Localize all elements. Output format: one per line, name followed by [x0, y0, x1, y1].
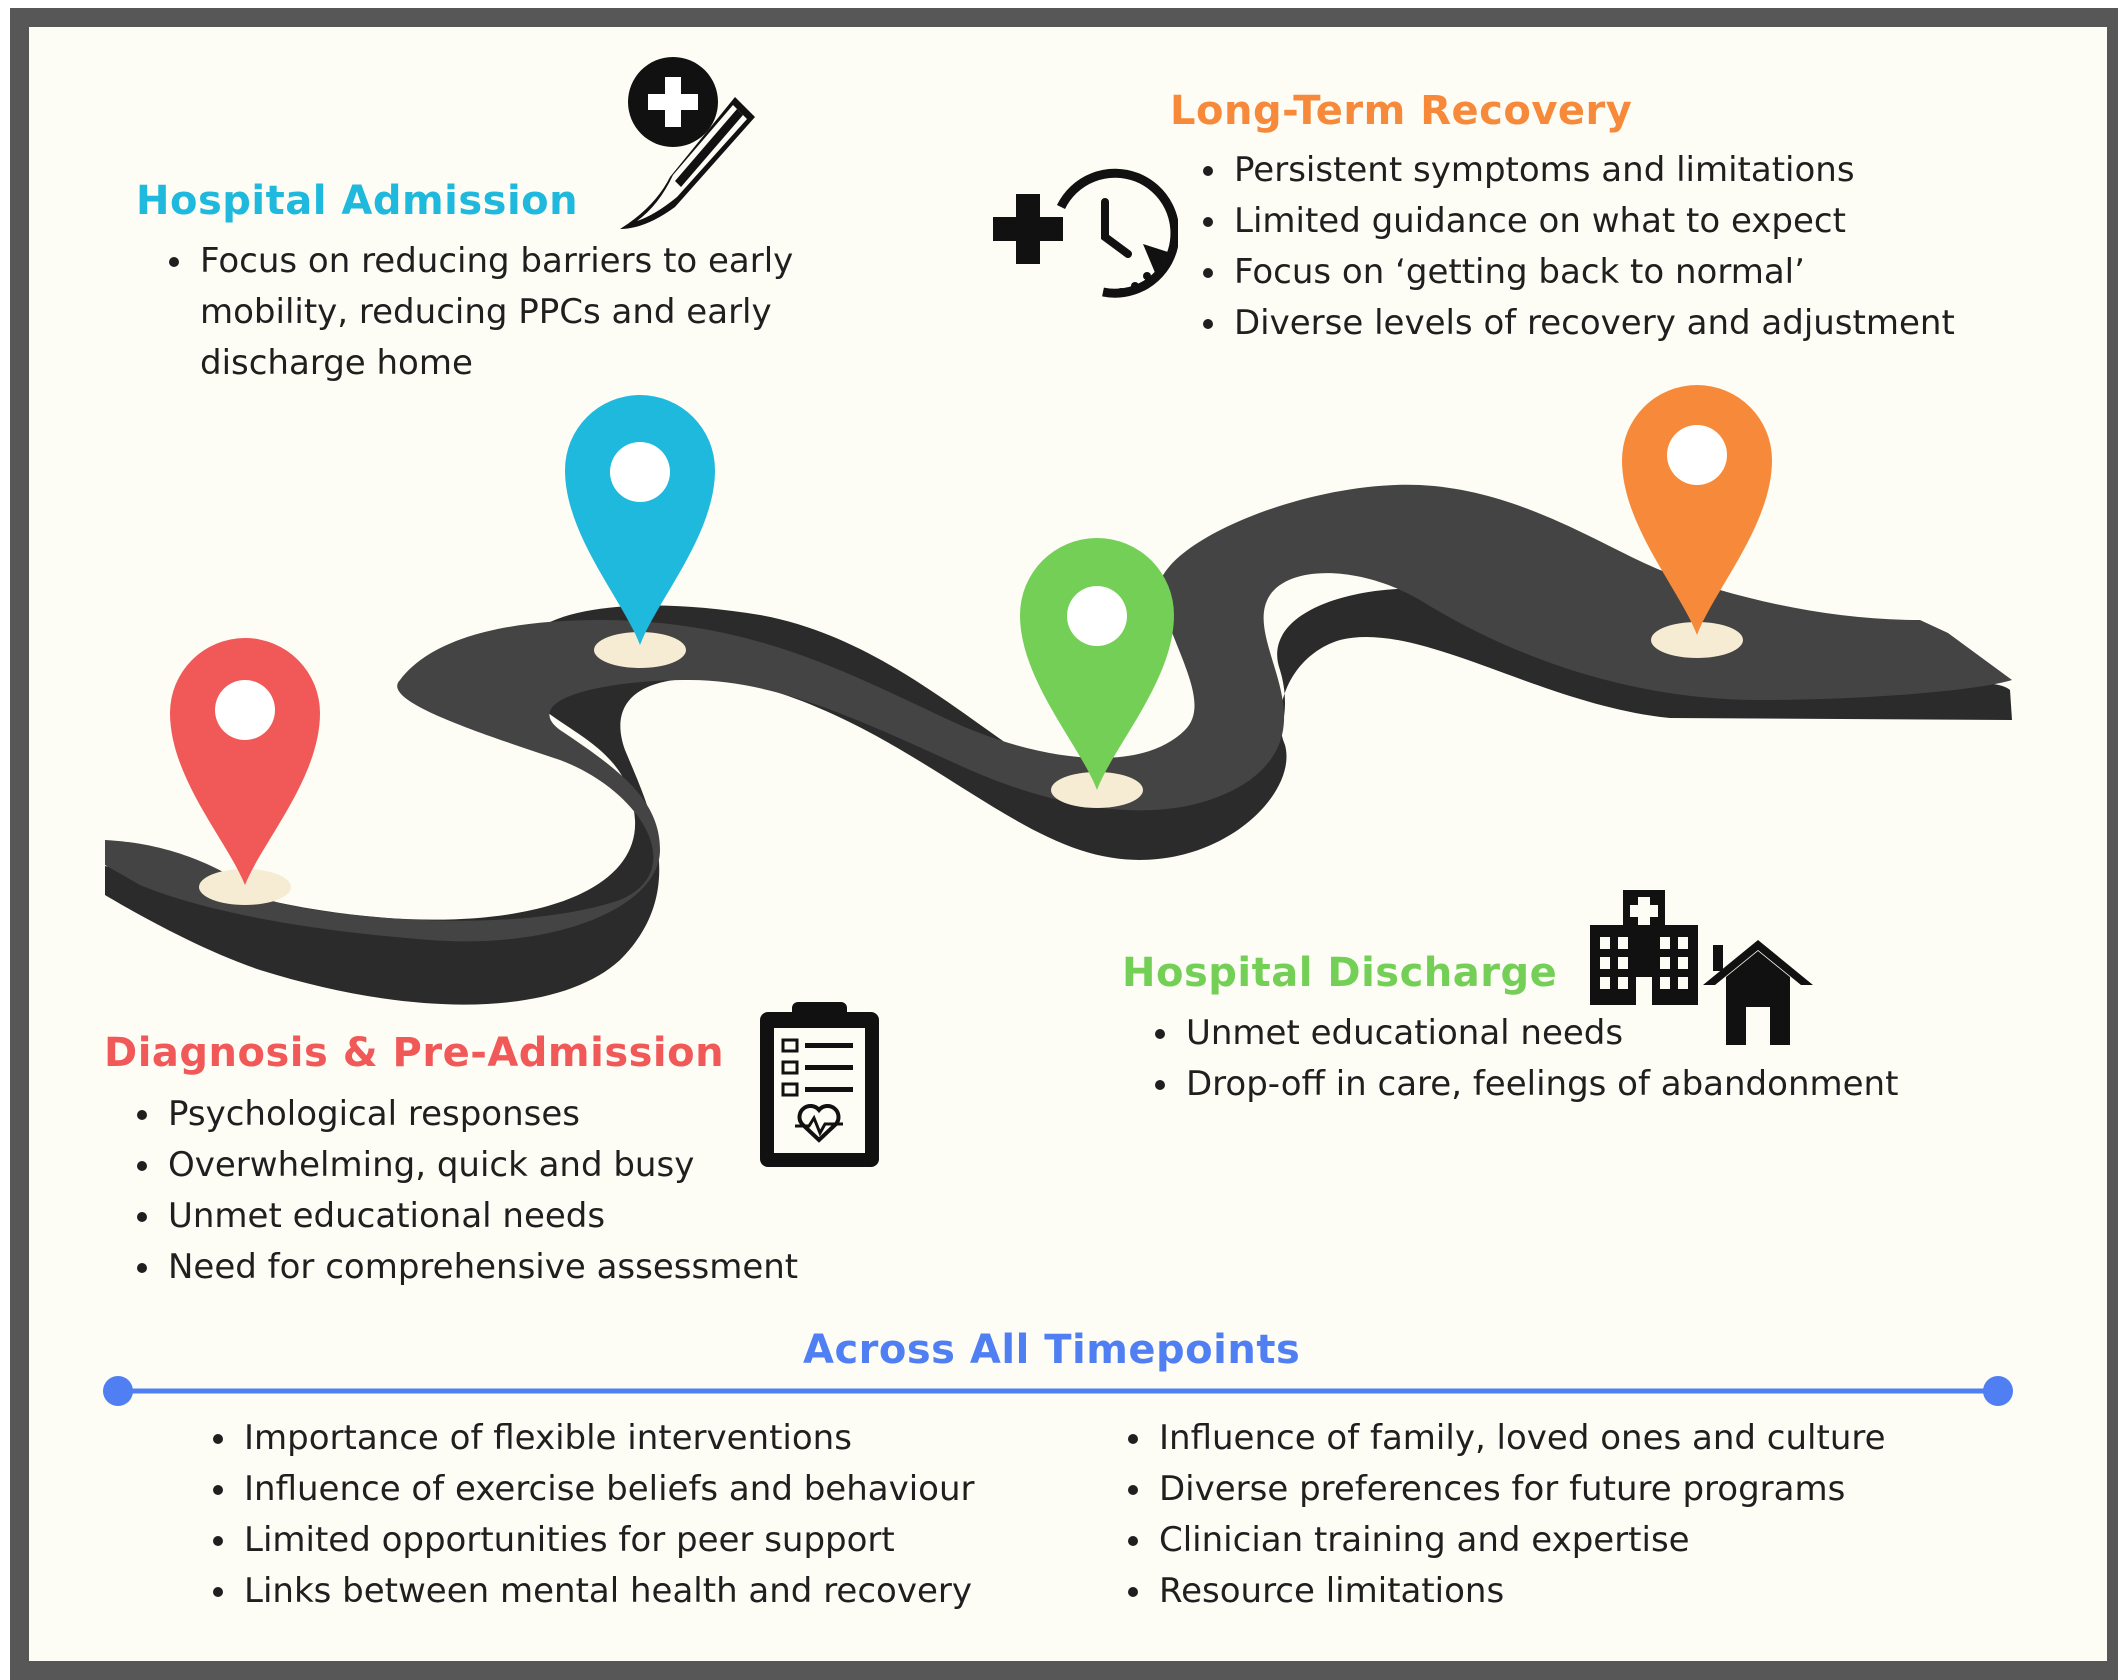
list-item: Resource limitations [1155, 1566, 2055, 1617]
list-item: Unmet educational needs [1182, 1008, 2082, 1059]
list-item: Overwhelming, quick and busy [164, 1140, 884, 1191]
list-item: Persistent symptoms and limitations [1230, 145, 2090, 196]
clock-plus-icon [993, 168, 1178, 298]
map-pin-icon [1622, 385, 1772, 635]
list-item: Links between mental health and recovery [240, 1566, 1100, 1617]
discharge-title: Hospital Discharge [1122, 950, 1558, 996]
pin-base [594, 632, 686, 668]
pin-discharge [1020, 538, 1174, 808]
pin-recovery [1622, 385, 1772, 658]
list-item: Influence of exercise beliefs and behavi… [240, 1464, 1100, 1515]
pin-base [1651, 622, 1743, 658]
timeline-start-dot [103, 1376, 133, 1406]
list-item: Clinician training and expertise [1155, 1515, 2055, 1566]
map-pin-icon [1020, 538, 1174, 790]
list-item: Drop-off in care, feelings of abandonmen… [1182, 1059, 2082, 1110]
pin-admission [565, 395, 715, 668]
diagnosis-list: Psychological responses Overwhelming, qu… [120, 1089, 884, 1293]
pin-diagnosis [170, 638, 320, 905]
list-item: Focus on reducing barriers to early mobi… [196, 236, 896, 389]
hospital-home-icon [1590, 890, 1813, 1045]
list-item: Focus on ‘getting back to normal’ [1230, 247, 2090, 298]
list-item: Importance of flexible interventions [240, 1413, 1100, 1464]
list-item: Limited guidance on what to expect [1230, 196, 2090, 247]
admission-title: Hospital Admission [136, 178, 579, 224]
list-item: Need for comprehensive assessment [164, 1242, 884, 1293]
list-item: Diverse levels of recovery and adjustmen… [1230, 298, 2090, 349]
timeline-end-dot [1983, 1376, 2013, 1406]
map-pin-icon [170, 638, 320, 885]
recovery-list: Persistent symptoms and limitations Limi… [1186, 145, 2090, 349]
list-item: Unmet educational needs [164, 1191, 884, 1242]
road-surface [105, 484, 2012, 942]
list-item: Influence of family, loved ones and cult… [1155, 1413, 2055, 1464]
clipboard-heart-icon [760, 1002, 879, 1167]
timeline-bar [103, 1376, 2013, 1406]
timeline-right-list: Influence of family, loved ones and cult… [1111, 1413, 2055, 1617]
timeline-title: Across All Timepoints [803, 1327, 1301, 1373]
recovery-title: Long-Term Recovery [1170, 88, 1633, 134]
diagnosis-title: Diagnosis & Pre-Admission [104, 1030, 725, 1076]
list-item: Diverse preferences for future programs [1155, 1464, 2055, 1515]
scalpel-medical-icon [620, 57, 755, 229]
admission-list: Focus on reducing barriers to early mobi… [152, 236, 896, 389]
discharge-list: Unmet educational needs Drop-off in care… [1138, 1008, 2082, 1110]
list-item: Psychological responses [164, 1089, 884, 1140]
pin-base [199, 869, 291, 905]
list-item: Limited opportunities for peer support [240, 1515, 1100, 1566]
map-pin-icon [565, 395, 715, 645]
timeline-left-list: Importance of flexible interventions Inf… [196, 1413, 1100, 1617]
